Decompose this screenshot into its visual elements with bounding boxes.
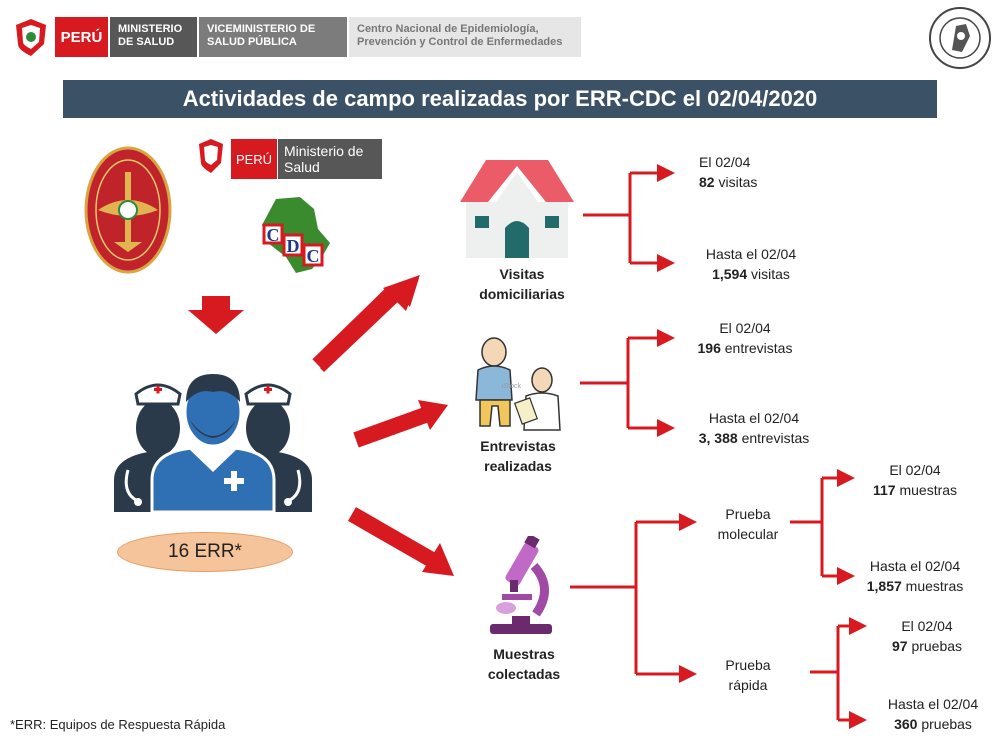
entrevistas-day-value: 196	[697, 340, 721, 356]
prueba-rapida-label: Prueba rápida	[700, 655, 796, 695]
visitas-day-label: El 02/04	[699, 154, 751, 170]
molecular-total-unit: muestras	[905, 578, 964, 594]
rapida-day-unit: pruebas	[911, 638, 963, 654]
molecular-day-value: 117	[872, 482, 896, 498]
visitas-total-stat: Hasta el 02/04 1,594 visitas	[686, 244, 816, 284]
molecular-total-stat: Hasta el 02/04 1,857 muestras	[852, 556, 978, 596]
err-count-badge: 16 ERR*	[117, 532, 293, 572]
prueba-molecular-label: Prueba molecular	[700, 504, 796, 544]
entrevistas-label: Entrevistas realizadas	[456, 436, 580, 476]
prueba-rapida-line2: rápida	[728, 677, 768, 693]
visitas-total-unit: visitas	[751, 266, 790, 282]
entrevistas-label-line2: realizadas	[484, 458, 552, 474]
prueba-molecular-line1: Prueba	[725, 506, 771, 522]
molecular-day-stat: El 02/04 117 muestras	[852, 460, 978, 500]
molecular-branch-connector	[790, 469, 855, 585]
muestras-label-line1: Muestras	[493, 646, 555, 662]
ministerio-label: MINISTERIO DE SALUD	[110, 17, 197, 57]
peru-coat-of-arms-small-icon	[199, 139, 223, 173]
entrevistas-total-stat: Hasta el 02/04 3, 388 entrevistas	[684, 408, 824, 448]
ministerio-de-salud-label: Ministerio de Salud	[278, 139, 382, 179]
interview-icon: iStock	[462, 330, 572, 434]
muestras-label: Muestras colectadas	[462, 644, 586, 684]
renace-seal-icon	[929, 7, 991, 69]
visitas-label-line1: Visitas	[499, 266, 545, 282]
peru-badge: PERÚ	[55, 17, 108, 57]
down-arrow-icon	[188, 296, 244, 334]
rapida-total-label: Hasta el 02/04	[887, 696, 979, 712]
peru-badge-secondary: PERÚ	[231, 139, 277, 179]
muestras-label-line2: colectadas	[487, 666, 561, 682]
entrevistas-day-label: El 02/04	[719, 320, 771, 336]
entrevistas-day-stat: El 02/04 196 entrevistas	[680, 318, 810, 358]
microscope-icon	[490, 536, 552, 634]
rapida-total-value: 360	[894, 716, 918, 732]
molecular-total-label: Hasta el 02/04	[869, 558, 961, 574]
health-team-icon	[114, 374, 312, 512]
house-icon	[460, 160, 574, 258]
rapida-day-value: 97	[891, 638, 908, 654]
footnote: *ERR: Equipos de Respuesta Rápida	[10, 717, 226, 732]
visitas-label: Visitas domiciliarias	[460, 264, 584, 304]
entrevistas-day-unit: entrevistas	[724, 340, 793, 356]
cdc-peru-logo: C D C	[262, 197, 330, 273]
visitas-total-label: Hasta el 02/04	[705, 246, 797, 262]
rapida-total-unit: pruebas	[921, 716, 972, 732]
rapida-branch-connector	[810, 617, 867, 729]
centro-nacional-label: Centro Nacional de Epidemiología, Preven…	[349, 17, 581, 57]
rapida-day-stat: El 02/04 97 pruebas	[864, 616, 990, 656]
visitas-branch-connector	[583, 164, 675, 272]
visitas-label-line2: domiciliarias	[479, 286, 565, 302]
rapida-total-stat: Hasta el 02/04 360 pruebas	[870, 694, 996, 734]
molecular-total-value: 1,857	[866, 578, 902, 594]
muestras-branch-connector	[570, 513, 697, 683]
cdc-letter-c1: C	[267, 225, 280, 245]
entrevistas-label-line1: Entrevistas	[480, 438, 556, 454]
rapida-day-label: El 02/04	[901, 618, 953, 634]
cdc-letter-d: D	[287, 236, 300, 256]
arrow-to-visitas-icon	[312, 275, 420, 372]
visitas-day-unit: visitas	[718, 174, 758, 190]
peru-coat-of-arms-icon	[16, 19, 46, 56]
visitas-day-stat: El 02/04 82 visitas	[672, 152, 802, 192]
istock-watermark: iStock	[502, 383, 522, 390]
entrevistas-branch-connector	[580, 329, 675, 437]
arrow-to-entrevistas-icon	[353, 400, 448, 448]
arrow-to-muestras-icon	[348, 507, 454, 576]
entrevistas-total-value: 3, 388	[698, 430, 738, 446]
molecular-day-label: El 02/04	[889, 462, 941, 478]
prueba-rapida-line1: Prueba	[725, 657, 771, 673]
page-title: Actividades de campo realizadas por ERR-…	[63, 80, 937, 118]
entrevistas-total-unit: entrevistas	[741, 430, 810, 446]
entrevistas-total-label: Hasta el 02/04	[708, 410, 800, 426]
visitas-total-value: 1,594	[712, 266, 748, 282]
armed-forces-emblem-icon	[84, 146, 172, 274]
cdc-letter-c2: C	[307, 246, 320, 266]
molecular-day-unit: muestras	[899, 482, 958, 498]
prueba-molecular-line2: molecular	[717, 526, 779, 542]
visitas-day-value: 82	[699, 174, 715, 190]
viceministerio-label: VICEMINISTERIO DE SALUD PÚBLICA	[199, 17, 347, 57]
